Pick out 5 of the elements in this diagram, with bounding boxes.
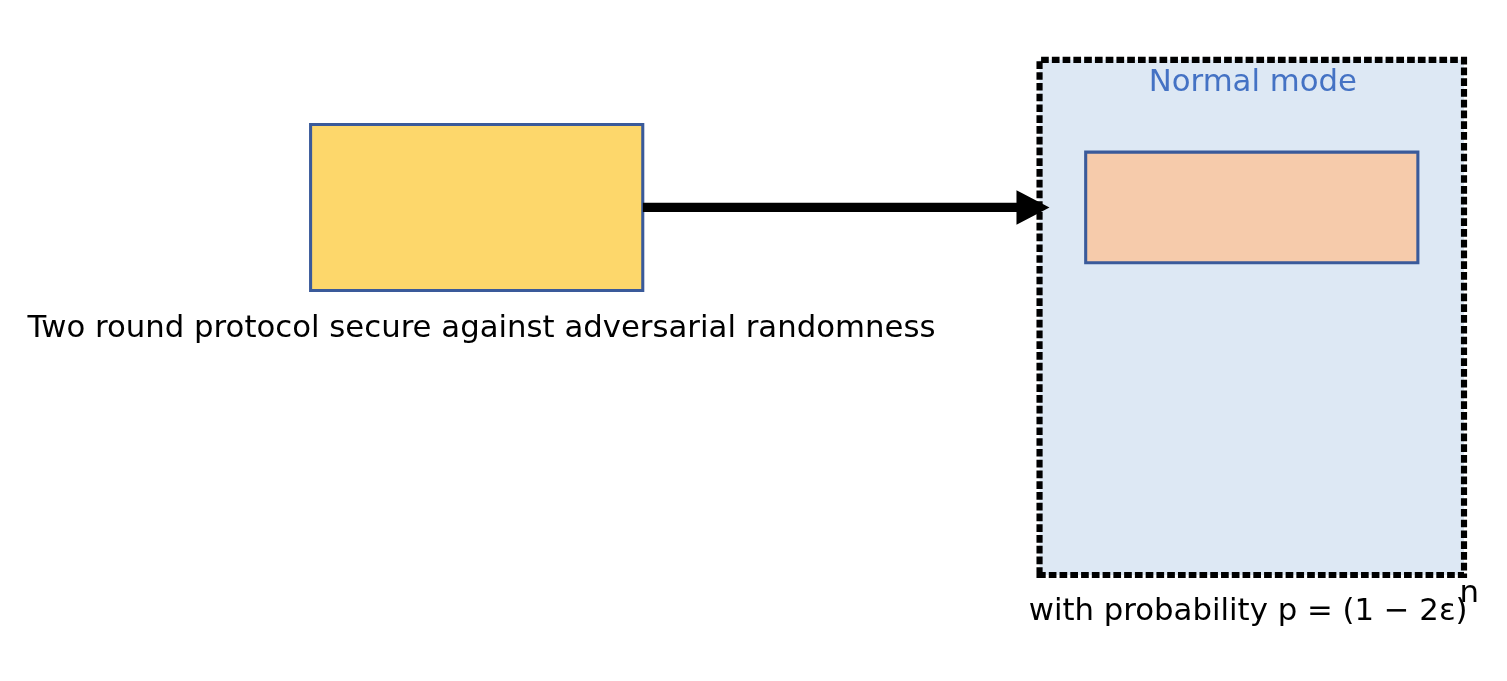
cluster: Normal mode	[1036, 56, 1468, 579]
node-box	[1084, 150, 1420, 265]
node-box	[309, 122, 645, 293]
node-label: Two round protocol secure against adversarial randomness	[27, 307, 936, 344]
arrow	[642, 190, 1050, 225]
